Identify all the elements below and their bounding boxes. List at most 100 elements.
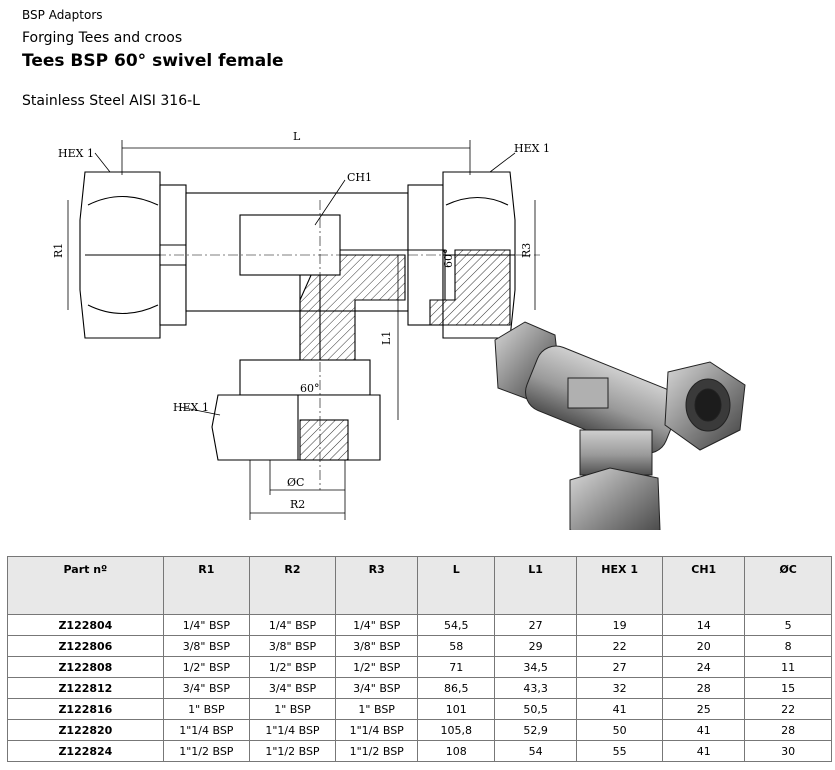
part-number-cell: Z122808	[7, 656, 164, 678]
table-cell: 14	[662, 614, 746, 636]
column-header: ØC	[744, 556, 832, 615]
table-cell: 22	[744, 698, 832, 720]
table-cell: 1/2" BSP	[335, 656, 419, 678]
technical-drawing: HEX 1 HEX 1 HEX 1 L CH1 R1 R3 L1 60° 60°…	[52, 130, 746, 530]
table-cell: 25	[662, 698, 746, 720]
table-cell: 11	[744, 656, 832, 678]
r3-label: R3	[520, 243, 533, 258]
table-cell: 3/8" BSP	[248, 635, 337, 657]
table-cell: 43,3	[494, 677, 578, 699]
table-cell: 1/2" BSP	[248, 656, 337, 678]
table-cell: 30	[744, 740, 832, 762]
table-cell: 50	[576, 719, 664, 741]
table-cell: 1/2" BSP	[162, 656, 250, 678]
material-label: Stainless Steel AISI 316-L	[22, 93, 200, 109]
table-cell: 28	[744, 719, 832, 741]
column-header: R2	[248, 556, 337, 615]
table-cell: 1"1/4 BSP	[335, 719, 419, 741]
table-cell: 1" BSP	[248, 698, 337, 720]
table-cell: 15	[744, 677, 832, 699]
table-cell: 1"1/2 BSP	[162, 740, 250, 762]
hex1-left-label: HEX 1	[58, 147, 94, 160]
part-number-cell: Z122824	[7, 740, 164, 762]
hex1-bottom-label: HEX 1	[173, 401, 209, 414]
table-cell: 3/8" BSP	[335, 635, 419, 657]
bottom-collar	[239, 359, 371, 396]
ch1-flat	[239, 214, 341, 276]
column-header: L1	[494, 556, 578, 615]
table-cell: 3/8" BSP	[162, 635, 250, 657]
table-cell: 1"1/2 BSP	[248, 740, 337, 762]
column-header: R3	[335, 556, 419, 615]
angle-bottom-label: 60°	[300, 382, 320, 395]
table-cell: 54	[494, 740, 578, 762]
tee-drawing	[79, 171, 540, 490]
table-cell: 24	[662, 656, 746, 678]
column-header: Part nº	[7, 556, 164, 615]
bottom-hex-nut	[211, 394, 381, 461]
table-cell: 1"1/2 BSP	[335, 740, 419, 762]
table-cell: 41	[662, 740, 746, 762]
tee-3d-render	[494, 321, 746, 530]
column-header: CH1	[662, 556, 746, 615]
table-cell: 1" BSP	[335, 698, 419, 720]
table-cell: 41	[576, 698, 664, 720]
table-cell: 3/4" BSP	[162, 677, 250, 699]
r2-label: R2	[290, 498, 305, 511]
table-cell: 28	[662, 677, 746, 699]
table-cell: 1"1/4 BSP	[162, 719, 250, 741]
table-cell: 108	[417, 740, 496, 762]
table-cell: 34,5	[494, 656, 578, 678]
hex1-right-label: HEX 1	[514, 142, 550, 155]
table-cell: 52,9	[494, 719, 578, 741]
part-number-cell: Z122820	[7, 719, 164, 741]
table-cell: 101	[417, 698, 496, 720]
r1-label: R1	[52, 243, 65, 258]
table-cell: 41	[662, 719, 746, 741]
part-number-cell: Z122806	[7, 635, 164, 657]
part-number-cell: Z122816	[7, 698, 164, 720]
table-cell: 1/4" BSP	[162, 614, 250, 636]
page-title: Tees BSP 60° swivel female	[22, 51, 284, 71]
table-cell: 1" BSP	[162, 698, 250, 720]
table-cell: 105,8	[417, 719, 496, 741]
table-cell: 71	[417, 656, 496, 678]
part-number-cell: Z122804	[7, 614, 164, 636]
table-cell: 3/4" BSP	[248, 677, 337, 699]
table-cell: 1"1/4 BSP	[248, 719, 337, 741]
table-cell: 20	[662, 635, 746, 657]
table-cell: 1/4" BSP	[248, 614, 337, 636]
table-cell: 29	[494, 635, 578, 657]
table-cell: 50,5	[494, 698, 578, 720]
dimension-labels: HEX 1 HEX 1 HEX 1 L CH1 R1 R3 L1 60° 60°…	[52, 130, 550, 511]
angle-right-label: 60°	[442, 249, 455, 269]
table-cell: 19	[576, 614, 664, 636]
table-cell: 27	[494, 614, 578, 636]
l1-label: L1	[380, 331, 393, 345]
ch1-label: CH1	[347, 171, 372, 184]
table-cell: 3/4" BSP	[335, 677, 419, 699]
table-cell: 8	[744, 635, 832, 657]
column-header: HEX 1	[576, 556, 664, 615]
table-cell: 5	[744, 614, 832, 636]
category-label: BSP Adaptors	[22, 8, 103, 22]
table-cell: 55	[576, 740, 664, 762]
c-label: ØC	[287, 476, 304, 489]
l-label: L	[293, 130, 301, 143]
table-cell: 54,5	[417, 614, 496, 636]
table-cell: 22	[576, 635, 664, 657]
column-header: R1	[162, 556, 250, 615]
dimension-lines	[67, 140, 536, 520]
table-cell: 86,5	[417, 677, 496, 699]
table-cell: 32	[576, 677, 664, 699]
